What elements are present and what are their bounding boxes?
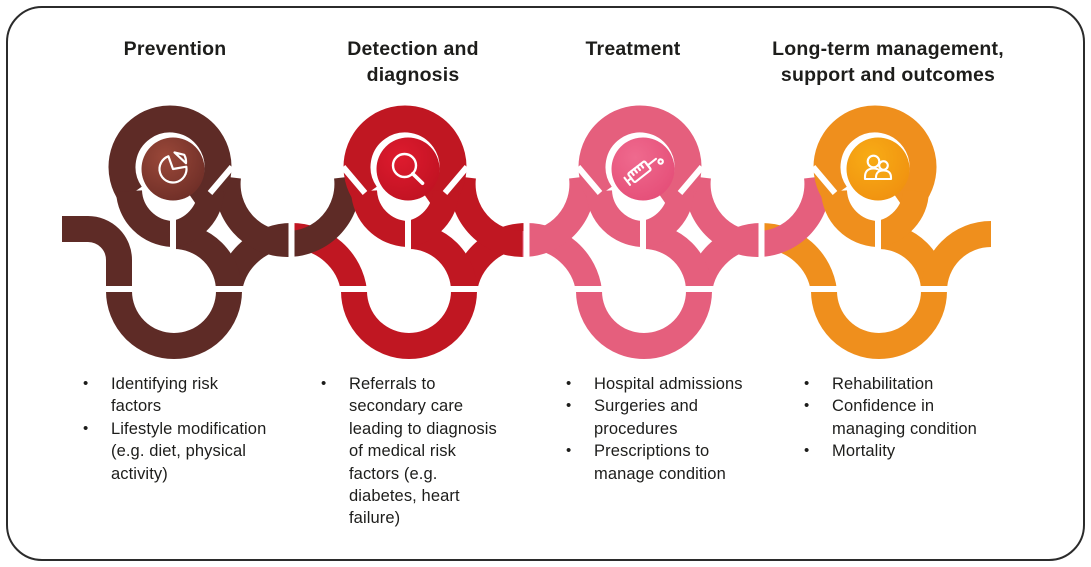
bullet-dot: • xyxy=(804,397,810,415)
stage-path-treatment xyxy=(576,105,712,359)
icon-disc xyxy=(611,137,675,201)
ring-band-junction xyxy=(639,189,694,247)
bullet-text: Confidence in managing condition xyxy=(832,397,977,438)
bottom-loop xyxy=(576,223,712,359)
list-item: • Mortality xyxy=(801,440,1036,462)
list-item: • Referrals to secondary care leading to… xyxy=(318,373,523,530)
list-item: • Prescriptions to manage condition xyxy=(563,440,783,485)
list-item: • Rehabilitation xyxy=(801,373,1036,395)
bullet-dot: • xyxy=(83,419,89,437)
syringe-icon xyxy=(623,157,664,186)
ring xyxy=(108,105,232,218)
bottom-loop xyxy=(106,223,242,359)
bullet-dot: • xyxy=(566,442,572,460)
magnifier-icon xyxy=(391,152,425,185)
medallion-detection xyxy=(376,137,440,201)
stage-title-prevention: Prevention xyxy=(123,38,227,60)
bullet-text: Rehabilitation xyxy=(832,375,934,393)
list-item: • Confidence in managing condition xyxy=(801,395,1036,440)
stage-title-treatment: Treatment xyxy=(585,38,681,60)
bullet-list-detection: • Referrals to secondary care leading to… xyxy=(318,373,523,530)
connector-valleys xyxy=(214,175,831,258)
people-icon xyxy=(863,154,893,181)
bullet-dot: • xyxy=(321,375,327,392)
bullet-list-treatment: • Hospital admissions • Surgeries and pr… xyxy=(563,373,783,485)
bullet-text: Mortality xyxy=(832,442,896,461)
bullet-dot: • xyxy=(804,442,810,460)
ring-band-junction xyxy=(404,189,459,247)
segment-gaps xyxy=(101,165,952,292)
bullet-list-longterm: • Rehabilitation • Confidence in managin… xyxy=(801,373,1036,463)
stage-title-longterm: Long-term management, support and outcom… xyxy=(772,38,1004,86)
bullet-list-prevention: • Identifying risk factors • Lifestyle m… xyxy=(80,373,298,485)
stage-title-detection: Detection and diagnosis xyxy=(347,38,479,86)
stage-path-detection xyxy=(341,105,477,359)
ring xyxy=(813,105,937,218)
bullet-dot: • xyxy=(566,375,572,392)
band-ring-junction xyxy=(586,189,644,247)
medallion-prevention xyxy=(141,137,205,201)
bullet-text: Surgeries and procedures xyxy=(594,397,699,438)
bullet-text: Hospital admissions xyxy=(594,375,743,393)
bullet-text: Prescriptions to manage condition xyxy=(594,442,726,483)
ring-band-junction xyxy=(169,189,224,247)
bullet-text: Referrals to secondary care leading to d… xyxy=(349,375,497,528)
stage-path-prevention xyxy=(62,105,242,359)
entry-road xyxy=(62,216,132,291)
ring xyxy=(343,105,467,218)
bottom-loop xyxy=(341,223,477,359)
pathway-card xyxy=(6,6,1085,561)
bullet-dot: • xyxy=(804,375,810,392)
band-ring-junction xyxy=(821,189,879,247)
band-ring-junction xyxy=(116,189,174,247)
medallion-longterm xyxy=(846,137,910,201)
bullet-text: Lifestyle modification (e.g. diet, physi… xyxy=(111,419,267,483)
ring-band-junction xyxy=(874,189,929,247)
bullet-dot: • xyxy=(566,397,572,415)
ring xyxy=(578,105,702,218)
bullet-text: Identifying risk factors xyxy=(111,375,219,416)
list-item: • Lifestyle modification (e.g. diet, phy… xyxy=(80,418,298,485)
pie-chart-icon xyxy=(158,151,188,184)
stage-path-longterm xyxy=(811,105,992,359)
list-item: • Identifying risk factors xyxy=(80,373,298,418)
exit-road xyxy=(921,221,992,292)
medallion-treatment xyxy=(611,137,675,201)
icon-disc xyxy=(376,137,440,201)
bottom-loop xyxy=(811,223,947,359)
list-item: • Hospital admissions xyxy=(563,373,783,395)
band-ring-junction xyxy=(351,189,409,247)
bullet-dot: • xyxy=(83,375,89,392)
list-item: • Surgeries and procedures xyxy=(563,395,783,440)
